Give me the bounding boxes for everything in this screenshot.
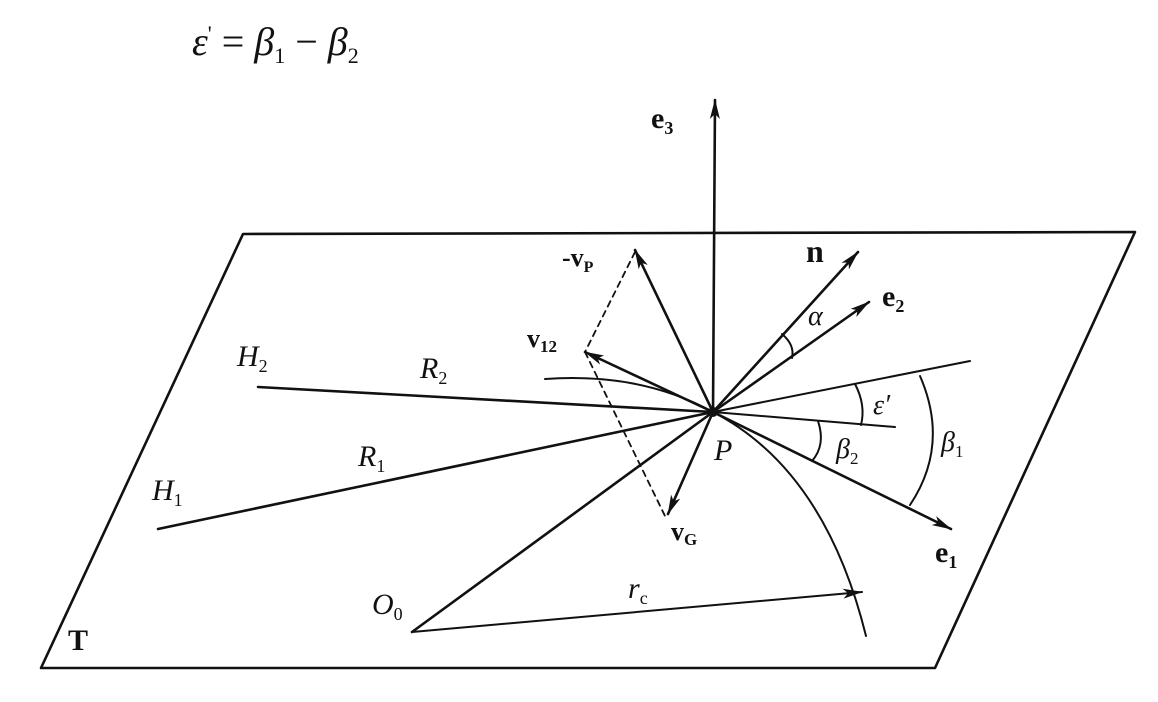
formula-beta2: β <box>327 19 348 64</box>
label-h2: H2 <box>236 340 268 376</box>
arc-beta1 <box>909 375 934 506</box>
dash-vp-v12 <box>584 251 636 353</box>
formula: ε' = β1 − β2 <box>192 19 359 68</box>
line-o0-p <box>410 410 715 634</box>
label-r2: R2 <box>419 352 447 388</box>
label-e1: e1 <box>935 536 957 572</box>
label-beta2-sub: 2 <box>850 449 859 468</box>
label-rc-main: r <box>628 572 640 605</box>
label-r1-sub: 1 <box>376 456 385 476</box>
label-n: n <box>806 233 824 269</box>
label-r2-main: R <box>419 352 438 385</box>
arc-alpha <box>781 333 794 359</box>
label-v12: v12 <box>527 324 557 356</box>
arrow-e2 <box>711 300 871 414</box>
formula-equals: = <box>212 19 255 64</box>
formula-prime: ' <box>208 21 212 46</box>
label-vg-main: v <box>671 517 684 546</box>
arrow-e1 <box>711 410 953 531</box>
arc-eps-prime <box>854 383 864 426</box>
formula-epsilon: ε <box>192 19 208 64</box>
label-e2-sub: 2 <box>895 296 904 316</box>
label-e2: e2 <box>882 280 904 316</box>
arrow-v12 <box>583 350 715 414</box>
arrow-e3 <box>709 98 720 414</box>
label-p: P <box>713 434 732 467</box>
dash-v12-vg <box>584 351 666 517</box>
label-e1-sub: 1 <box>948 552 957 572</box>
arrow-rc <box>411 588 863 633</box>
label-e1-main: e <box>935 536 948 569</box>
label-neg-vp: -vP <box>562 243 594 276</box>
label-beta1-main: β <box>940 427 955 458</box>
label-beta1-sub: 1 <box>955 442 964 461</box>
label-h1: H1 <box>151 474 183 510</box>
ref-line-beta2 <box>712 411 896 428</box>
label-o0-main: O <box>372 588 394 621</box>
arc-beta2 <box>811 420 822 462</box>
label-r2-sub: 2 <box>438 368 447 388</box>
plane-t <box>39 230 1137 670</box>
label-e2-main: e <box>882 280 895 313</box>
formula-beta1-sub: 1 <box>274 43 285 68</box>
ref-line-eps <box>712 360 971 413</box>
label-h1-sub: 1 <box>174 490 183 510</box>
label-rc: rc <box>628 572 648 608</box>
label-neg-vp-sub: P <box>584 259 594 276</box>
label-o0-sub: 0 <box>394 604 403 624</box>
line-h2-r2 <box>256 385 715 414</box>
label-beta1: β1 <box>940 427 963 461</box>
label-e3-sub: 3 <box>664 118 673 138</box>
label-e3-main: e <box>651 102 664 135</box>
label-r1-main: R <box>357 440 376 473</box>
formula-minus: − <box>285 19 328 64</box>
label-beta2-main: β <box>835 434 850 465</box>
label-neg-vp-main: -v <box>562 243 584 272</box>
arrow-neg-vp <box>633 248 715 414</box>
label-rc-sub: c <box>640 588 648 608</box>
label-h1-main: H <box>151 474 176 507</box>
label-vg-sub: G <box>684 530 697 549</box>
label-r1: R1 <box>357 440 385 476</box>
point-p <box>708 407 718 417</box>
label-v12-main: v <box>527 324 540 353</box>
label-h2-main: H <box>236 340 261 373</box>
label-v12-sub: 12 <box>540 337 557 356</box>
label-t: T <box>68 624 88 657</box>
label-e3: e3 <box>651 102 673 138</box>
label-beta2: β2 <box>835 434 858 468</box>
line-h1-r1 <box>156 410 715 531</box>
label-alpha: α <box>808 301 824 332</box>
formula-beta1: β <box>253 19 274 64</box>
formula-beta2-sub: 2 <box>348 43 359 68</box>
label-o0: O0 <box>372 588 403 624</box>
label-eps-prime: ε′ <box>873 390 891 421</box>
label-vg: vG <box>671 517 697 549</box>
label-h2-sub: 2 <box>259 356 268 376</box>
arrow-vg <box>666 410 715 516</box>
arrow-n <box>711 250 860 414</box>
